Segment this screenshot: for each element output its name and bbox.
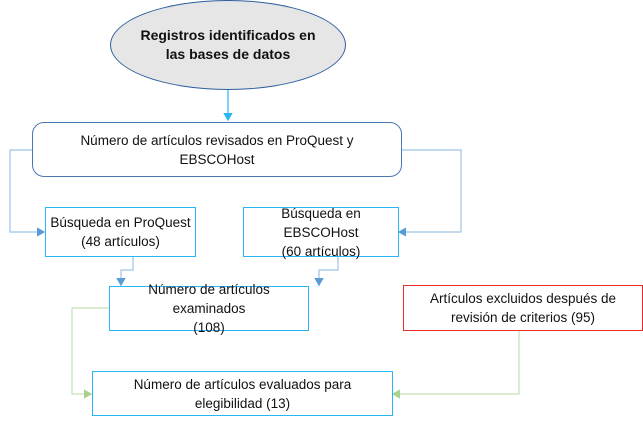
- examined-box: Número de artículos examinados (108): [109, 282, 309, 335]
- ebsco-count: (60 artículos): [281, 243, 361, 259]
- arrow-ebsco-to-examined: [314, 256, 339, 287]
- eligible-box: Número de artículos evaluados para elegi…: [92, 371, 393, 416]
- eligible-label: Número de artículos evaluados para: [133, 376, 352, 392]
- arrow-examined-to-eligible: [71, 307, 109, 399]
- excluded-count: revisión de criterios (95): [450, 310, 596, 325]
- start-ellipse: Registros identificados en las bases de …: [110, 0, 346, 90]
- examined-count: (108): [193, 320, 225, 335]
- proquest-label: Búsqueda en ProQuest: [50, 215, 191, 230]
- excluded-label: Artículos excluidos después de: [429, 291, 617, 306]
- excluded-box: Artículos excluidos después de revisión …: [403, 285, 643, 331]
- start-label: Registros identificados en las bases de …: [140, 27, 316, 62]
- reviewed-label: Número de artículos revisados en ProQues…: [80, 132, 354, 167]
- arrow-excluded-to-eligible: [391, 330, 520, 399]
- proquest-count: (48 artículos): [81, 234, 160, 249]
- arrow-reviewed-to-ebsco: [397, 149, 462, 237]
- eligible-count: elegibilidad (13): [194, 395, 291, 411]
- arrow-reviewed-to-proquest: [9, 149, 46, 237]
- proquest-box: Búsqueda en ProQuest (48 artículos): [45, 207, 196, 257]
- ebsco-label: Búsqueda en EBSCOHost: [281, 205, 361, 240]
- examined-label: Número de artículos examinados: [148, 282, 270, 316]
- arrow-proquest-to-examined: [116, 256, 134, 287]
- ebsco-box: Búsqueda en EBSCOHost (60 artículos): [243, 205, 399, 259]
- reviewed-box: Número de artículos revisados en ProQues…: [32, 122, 402, 177]
